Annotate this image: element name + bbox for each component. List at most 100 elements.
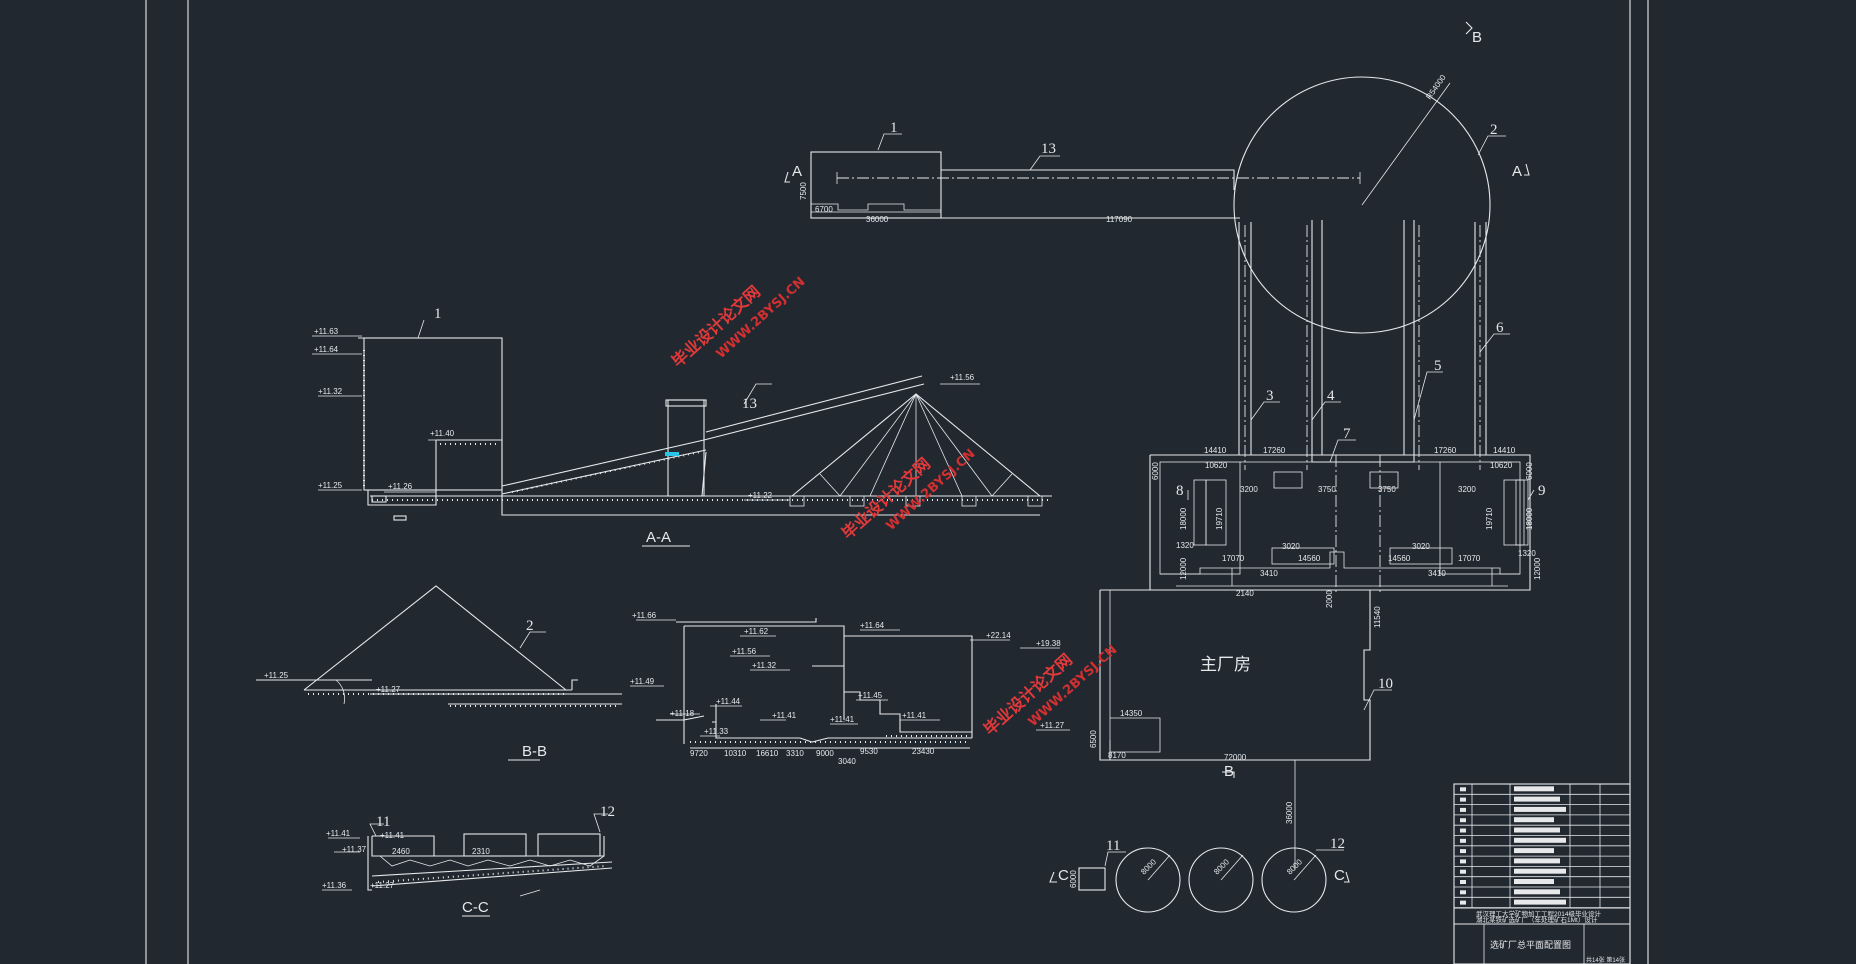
dim-18000-a: 18000 bbox=[1179, 507, 1188, 530]
title-block-mark bbox=[1460, 787, 1466, 792]
dim-6700: 6700 bbox=[815, 205, 833, 214]
label-1-plan: 1 bbox=[890, 120, 898, 136]
dim-6000-c: 6000 bbox=[1069, 870, 1078, 888]
dim-3750-b: 3750 bbox=[1378, 485, 1396, 494]
dim-6000-b: 6000 bbox=[1525, 462, 1534, 480]
section-mark-a-right: A bbox=[1512, 163, 1522, 180]
elev-cc-1127: +11.27 bbox=[370, 881, 395, 890]
dim-19710-a: 19710 bbox=[1215, 507, 1224, 530]
dim-2460: 2460 bbox=[392, 847, 410, 856]
dim-6000-a: 6000 bbox=[1151, 462, 1160, 480]
dim-12000-a: 12000 bbox=[1179, 557, 1188, 580]
title-block-mark bbox=[1460, 838, 1466, 843]
dim-17070-b: 17070 bbox=[1458, 554, 1481, 563]
plan-labels: 1 13 2 6 3 4 5 7 8 9 10 11 12 主厂房 A A B … bbox=[792, 29, 1546, 888]
dim-14350: 14350 bbox=[1120, 709, 1143, 718]
dim-3020-a: 3020 bbox=[1282, 542, 1300, 551]
drawing-frame bbox=[145, 0, 1649, 964]
watermark-1: 毕业设计论文网 WWW.2BYSJ.CN bbox=[668, 274, 808, 371]
title-block-cell bbox=[1514, 827, 1560, 833]
label-6: 6 bbox=[1496, 320, 1504, 336]
plan-view bbox=[784, 21, 1535, 913]
title-block-cell bbox=[1514, 786, 1554, 792]
title-block-cell bbox=[1514, 868, 1566, 874]
dim-18000-b: 18000 bbox=[1525, 507, 1534, 530]
dim-3040: 3040 bbox=[838, 757, 856, 766]
dim-radius: R54000 bbox=[1424, 73, 1448, 102]
title-block-cell bbox=[1514, 796, 1560, 802]
section-title-aa: A-A bbox=[646, 529, 671, 546]
dim-2000: 2000 bbox=[1325, 590, 1334, 608]
title-block-mark bbox=[1460, 890, 1466, 895]
title-block-mark bbox=[1460, 807, 1466, 812]
dim-17070-a: 17070 bbox=[1222, 554, 1245, 563]
label-4: 4 bbox=[1327, 388, 1335, 404]
label-7: 7 bbox=[1343, 426, 1351, 442]
dim-8170: 8170 bbox=[1108, 751, 1126, 760]
elev-1126: +11.26 bbox=[388, 482, 413, 491]
title-block-mark bbox=[1460, 859, 1466, 864]
dim-16610: 16610 bbox=[756, 749, 779, 758]
elev-1132: +11.32 bbox=[318, 387, 343, 396]
title-block-school: 武汉理工大学矿物加工工程2014级毕业设计 bbox=[1476, 909, 1601, 918]
label-9: 9 bbox=[1538, 483, 1546, 499]
dim-1320-b: 1320 bbox=[1518, 549, 1536, 558]
section-mark-c-right: C bbox=[1334, 867, 1345, 884]
dim-36000-vertical: 36000 bbox=[1285, 801, 1294, 824]
dim-2310: 2310 bbox=[472, 847, 490, 856]
title-block-cell bbox=[1514, 889, 1560, 895]
elev-cc-1136: +11.36 bbox=[322, 881, 347, 890]
elev-cc-1141-b: +11.41 bbox=[380, 831, 405, 840]
dim-2140: 2140 bbox=[1236, 589, 1254, 598]
elev-1127: +11.27 bbox=[1040, 721, 1065, 730]
dim-23430: 23430 bbox=[912, 747, 935, 756]
section-c-c-labels: 11 12 C-C +11.41 +11.41 +11.37 +11.36 +1… bbox=[322, 804, 615, 916]
elev-1141-a: +11.41 bbox=[772, 711, 797, 720]
section-mark-a-left: A bbox=[792, 163, 802, 180]
title-block-mark bbox=[1460, 818, 1466, 823]
title-block-cell bbox=[1514, 806, 1566, 812]
title-block-cell bbox=[1514, 899, 1566, 905]
label-2-bb: 2 bbox=[526, 618, 534, 634]
title-block: 武汉理工大学矿物加工工程2014级毕业设计 湖北某铁矿选矿厂（年处理矿石1Mt）… bbox=[1453, 783, 1631, 964]
title-block-mark bbox=[1460, 900, 1466, 905]
dim-3200-a: 3200 bbox=[1240, 485, 1258, 494]
elev-bb-1127: +11.27 bbox=[376, 685, 401, 694]
dim-3020-b: 3020 bbox=[1412, 542, 1430, 551]
label-1-aa: 1 bbox=[434, 306, 442, 322]
dim-9720: 9720 bbox=[690, 749, 708, 758]
section-b-b-stepped-labels: +11.66 +11.62 +11.64 +22.14 +19.38 +11.5… bbox=[630, 611, 1065, 766]
dim-14410-b: 14410 bbox=[1493, 446, 1516, 455]
dim-1320-a: 1320 bbox=[1176, 541, 1194, 550]
label-13-aa: 13 bbox=[742, 396, 757, 412]
elev-1163: +11.63 bbox=[314, 327, 339, 336]
label-12-cc: 12 bbox=[600, 804, 615, 820]
dim-9530: 9530 bbox=[860, 747, 878, 756]
stockpile-circle bbox=[1233, 76, 1491, 334]
dim-10310: 10310 bbox=[724, 749, 747, 758]
title-block-cell bbox=[1514, 848, 1554, 854]
label-13-plan: 13 bbox=[1041, 141, 1056, 157]
main-building-label: 主厂房 bbox=[1200, 655, 1251, 674]
dim-10620-b: 10620 bbox=[1490, 461, 1513, 470]
label-3: 3 bbox=[1266, 388, 1274, 404]
elev-1141-b: +11.41 bbox=[830, 715, 855, 724]
dim-3200-b: 3200 bbox=[1458, 485, 1476, 494]
dim-8000-a: 8000 bbox=[1139, 857, 1158, 876]
dim-8000-b: 8000 bbox=[1212, 857, 1231, 876]
dim-17260-b: 17260 bbox=[1434, 446, 1457, 455]
dim-3750-a: 3750 bbox=[1318, 485, 1336, 494]
title-block-mark bbox=[1460, 869, 1466, 874]
section-a-a bbox=[312, 319, 1052, 547]
title-block-drawing-name: 选矿厂总平面配置图 bbox=[1490, 939, 1571, 950]
elev-1156-b: +11.56 bbox=[732, 647, 757, 656]
elev-1938: +19.38 bbox=[1036, 639, 1061, 648]
section-b-b-labels: 2 B-B +11.25 +11.27 bbox=[264, 618, 547, 760]
elev-1133: +11.33 bbox=[704, 727, 729, 736]
dim-19710-b: 19710 bbox=[1485, 507, 1494, 530]
title-block-cell bbox=[1514, 879, 1554, 884]
section-title-cc: C-C bbox=[462, 899, 489, 916]
dim-3410-b: 3410 bbox=[1428, 569, 1446, 578]
title-block-mark bbox=[1460, 797, 1466, 802]
elev-1149: +11.49 bbox=[630, 677, 655, 686]
